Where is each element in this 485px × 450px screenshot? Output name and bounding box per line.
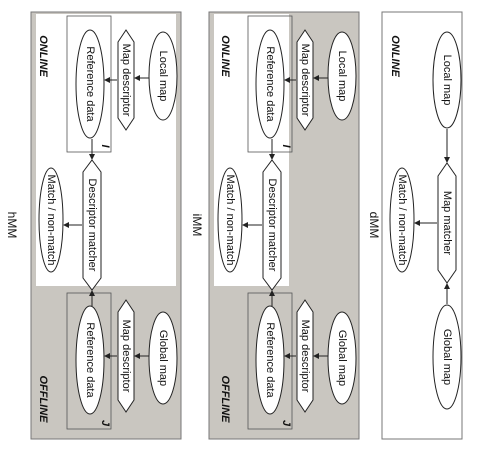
panel-title: dMM bbox=[367, 212, 381, 239]
offline-label: OFFLINE bbox=[219, 375, 231, 423]
online-bracket bbox=[247, 15, 293, 153]
local-map-node bbox=[432, 31, 462, 129]
offline-label: OFFLINE bbox=[37, 375, 49, 423]
online-label: ONLINE bbox=[37, 35, 49, 77]
match-non-match-label: Match / non-match bbox=[45, 174, 57, 265]
online-symbol: I bbox=[280, 144, 292, 148]
panel-imm: ONLINE OFFLINE iMM Local map Map descrip… bbox=[190, 11, 360, 440]
global-map-label: Global map bbox=[157, 330, 169, 386]
match-non-match-label: Match / non-match bbox=[396, 174, 408, 265]
global-map-label: Global map bbox=[441, 329, 453, 385]
global-map-node bbox=[148, 311, 178, 405]
local-map-node bbox=[327, 31, 357, 121]
online-symbol: I bbox=[99, 144, 111, 148]
map-descriptor-online-label: Map descriptor bbox=[299, 44, 311, 117]
panel-hmm: ONLINE OFFLINE hMM Local map Map descrip… bbox=[5, 11, 182, 440]
match-non-match-node bbox=[38, 167, 64, 273]
map-descriptor-online-node bbox=[296, 29, 314, 131]
reference-data-offline-node bbox=[255, 305, 285, 415]
online-bracket bbox=[66, 15, 112, 153]
local-map-label: Local map bbox=[336, 51, 348, 102]
reference-data-offline-label: Reference data bbox=[84, 322, 96, 398]
panel-title: iMM bbox=[190, 214, 204, 237]
global-map-label: Global map bbox=[336, 330, 348, 386]
global-map-node bbox=[432, 304, 462, 410]
map-descriptor-offline-node bbox=[296, 299, 314, 413]
map-matcher-label: Map matcher bbox=[441, 191, 453, 256]
local-map-label: Local map bbox=[441, 55, 453, 106]
match-non-match-label: Match / non-match bbox=[224, 174, 236, 265]
panel-title: hMM bbox=[5, 212, 19, 239]
reference-data-online-label: Reference data bbox=[84, 46, 96, 122]
offline-symbol: J bbox=[280, 420, 292, 427]
reference-data-online-label: Reference data bbox=[264, 46, 276, 122]
map-descriptor-offline-node bbox=[117, 299, 135, 413]
global-map-node bbox=[327, 311, 357, 405]
online-label: ONLINE bbox=[389, 35, 401, 77]
reference-data-offline-node bbox=[75, 305, 105, 415]
descriptor-matcher-label: Descriptor matcher bbox=[86, 179, 98, 272]
offline-symbol: J bbox=[99, 420, 111, 427]
reference-data-online-node bbox=[255, 29, 285, 139]
reference-data-offline-label: Reference data bbox=[264, 322, 276, 398]
local-map-node bbox=[148, 31, 178, 121]
local-map-label: Local map bbox=[157, 51, 169, 102]
reference-data-online-node bbox=[75, 29, 105, 139]
map-descriptor-offline-label: Map descriptor bbox=[120, 320, 132, 393]
map-descriptor-online-label: Map descriptor bbox=[120, 44, 132, 117]
panel-dmm: ONLINE dMM Local map Map matcher Match /… bbox=[367, 11, 463, 440]
descriptor-matcher-label: Descriptor matcher bbox=[266, 179, 278, 272]
match-non-match-node bbox=[217, 167, 243, 273]
online-label: ONLINE bbox=[219, 35, 231, 77]
map-descriptor-online-node bbox=[117, 29, 135, 131]
map-descriptor-offline-label: Map descriptor bbox=[299, 320, 311, 393]
